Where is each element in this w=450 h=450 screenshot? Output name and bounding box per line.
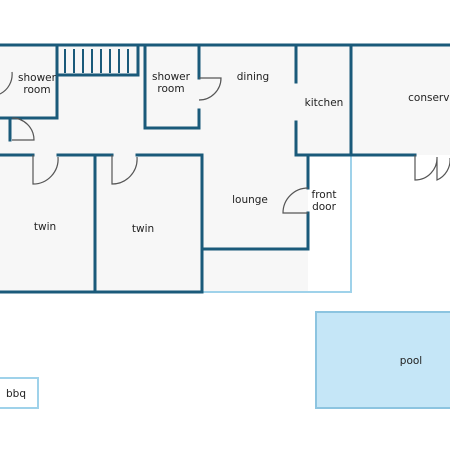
label-bbq: bbq [6,388,26,400]
door-twin-mid [111,155,138,185]
label-shower-room-mid-2: room [157,83,184,95]
door-shower-left [0,71,13,95]
label-shower-room-left: shower [18,72,57,84]
doors [0,71,450,214]
staircase [64,49,129,73]
label-lounge: lounge [232,194,268,206]
door-shower-mid [198,77,222,101]
pool-area [315,311,450,409]
bbq-area [0,377,39,409]
label-conservatory: conserva [408,92,450,104]
label-dining: dining [237,71,269,83]
floor-area [0,45,450,292]
label-shower-room-left-2: room [23,84,50,96]
label-shower-room-mid: shower [152,71,191,83]
room-labels: shower room shower room dining kitchen c… [6,71,450,400]
label-pool: pool [400,355,422,367]
label-front-door: front [312,189,337,201]
door-shower-left-lower [11,117,35,141]
label-twin-left: twin [34,221,56,233]
door-front [282,187,309,214]
walls [0,43,450,294]
label-kitchen: kitchen [305,97,344,109]
door-twin-left [32,155,59,185]
door-conservatory [414,155,450,181]
label-twin-mid: twin [132,223,154,235]
label-front-door-2: door [312,201,337,213]
